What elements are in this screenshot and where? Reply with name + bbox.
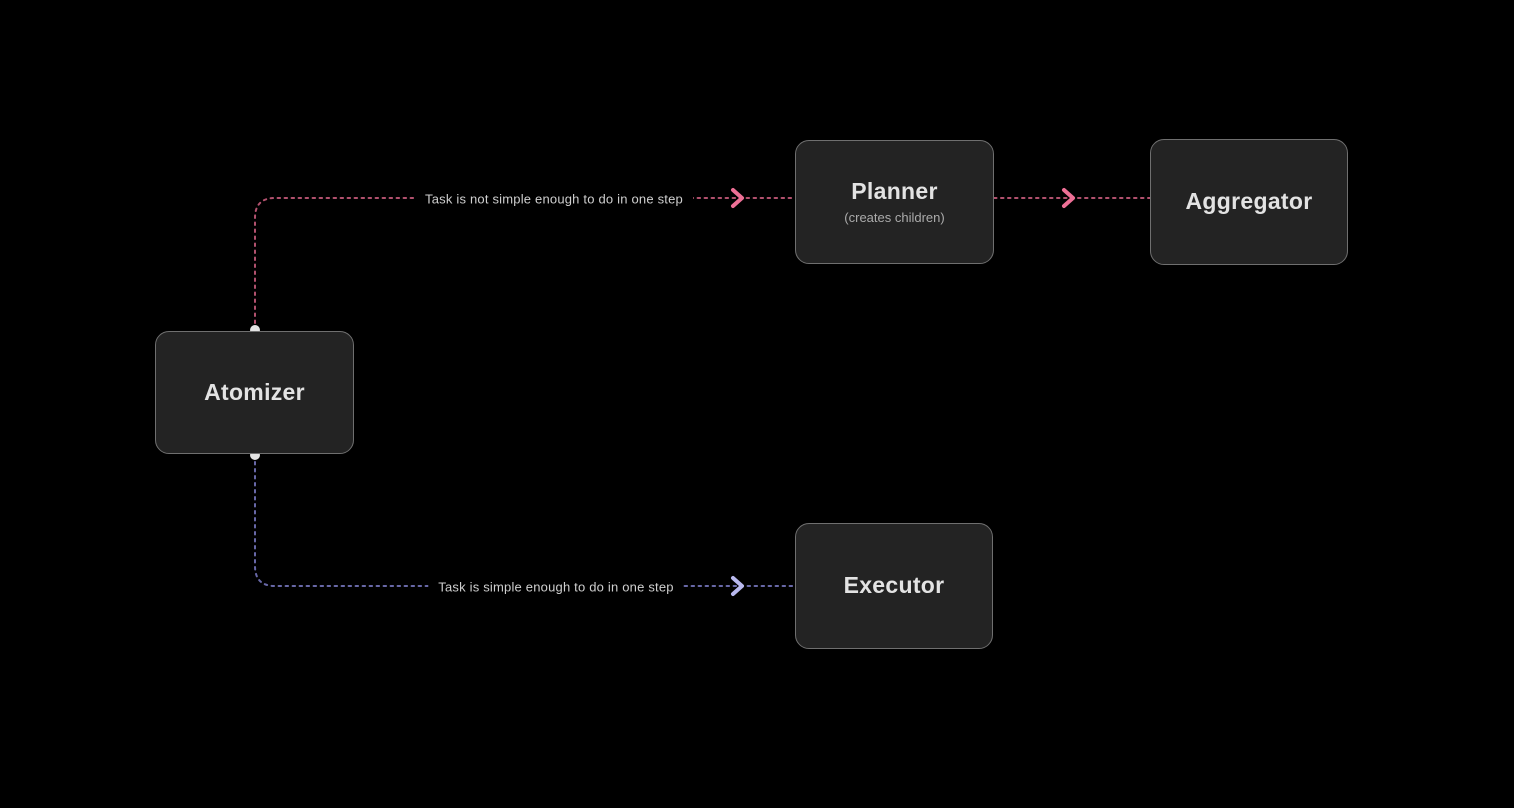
edge-atomizer-to-planner <box>254 197 796 331</box>
node-executor-label: Executor <box>843 572 945 599</box>
edge-label-not-simple: Task is not simple enough to do in one s… <box>415 188 693 210</box>
node-aggregator-label: Aggregator <box>1185 188 1313 215</box>
edge-atomizer-to-executor <box>254 454 796 587</box>
node-planner-label: Planner <box>851 178 938 205</box>
node-planner[interactable]: Planner (creates children) <box>795 140 994 264</box>
arrowhead-icon <box>731 188 744 208</box>
node-executor[interactable]: Executor <box>795 523 993 649</box>
arrowhead-icon <box>1062 188 1075 208</box>
edge-label-simple: Task is simple enough to do in one step <box>428 576 684 598</box>
node-atomizer-label: Atomizer <box>204 378 305 405</box>
arrowhead-icon <box>731 576 744 596</box>
node-planner-subtitle: (creates children) <box>844 209 945 225</box>
node-aggregator[interactable]: Aggregator <box>1150 139 1348 265</box>
node-atomizer[interactable]: Atomizer <box>155 331 354 454</box>
